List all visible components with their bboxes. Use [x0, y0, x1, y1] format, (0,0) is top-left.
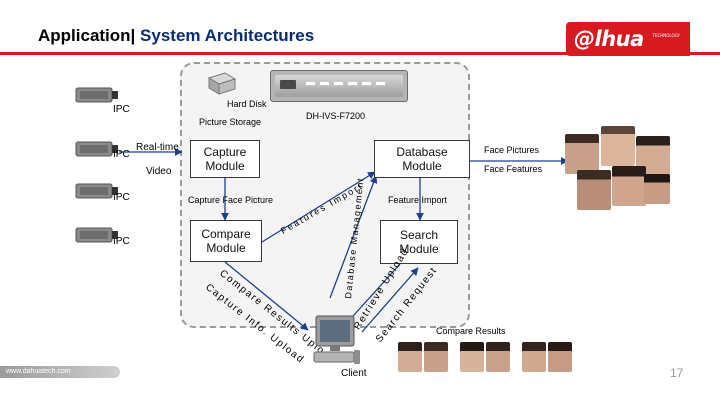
compare-results-label: Compare Results: [436, 326, 506, 336]
compare-result-photo: [398, 342, 422, 372]
compare-module: Compare Module: [190, 220, 262, 262]
face-photo: [644, 174, 670, 204]
features-import-arrow: [261, 171, 376, 243]
retrieve-upload-arrow: [344, 263, 401, 326]
title-main: Application|: [38, 26, 136, 45]
compare-result-photo: [486, 342, 510, 372]
hard-disk-label: Hard Disk: [227, 99, 267, 109]
face-photo: [577, 170, 611, 210]
database-module: Database Module: [374, 140, 470, 178]
compare-results-upload-arrow: [224, 261, 309, 331]
ipc-label: IPC: [113, 236, 130, 247]
face-features-label: Face Features: [484, 164, 543, 174]
client-label: Client: [341, 368, 367, 379]
feature-import-label: Feature Import: [388, 195, 448, 205]
database-management-arrow: [329, 175, 378, 299]
face-photo: [565, 134, 599, 174]
page-number: 17: [670, 366, 684, 380]
compare-result-photo: [460, 342, 484, 372]
picture-storage-label: Picture Storage: [199, 117, 262, 127]
ipc-camera-icon: [75, 87, 118, 103]
compare-result-photo: [424, 342, 448, 372]
face-photo: [612, 166, 646, 206]
ipc-label: IPC: [113, 104, 130, 115]
face-photo: [601, 126, 635, 166]
search-module: Search Module: [380, 220, 458, 264]
ipc-label: IPC: [113, 192, 130, 203]
server-model-label: DH-IVS-F7200: [306, 111, 366, 121]
capture-module: Capture Module: [190, 140, 260, 178]
ipc-camera-icon: [75, 141, 118, 157]
search-request-arrow: [361, 267, 419, 333]
page-title: Application| System Architectures: [38, 26, 314, 46]
realtime-label: Real-time: [136, 142, 179, 153]
face-pictures-label: Face Pictures: [484, 145, 540, 155]
hard-disk-icon: [207, 72, 237, 95]
title-divider: [0, 52, 720, 55]
ipc-label: IPC: [113, 149, 130, 160]
capture-face-picture-label: Capture Face Picture: [188, 195, 274, 205]
title-subtitle: System Architectures: [135, 26, 315, 45]
footer-website: www.dahuatech.com: [0, 366, 120, 378]
ipc-camera-icon: [75, 183, 118, 199]
server-rack-icon: [270, 70, 408, 102]
compare-result-photo: [548, 342, 572, 372]
client-computer-icon: [313, 315, 360, 364]
video-label: Video: [146, 166, 172, 177]
compare-result-photo: [522, 342, 546, 372]
ipc-camera-icon: [75, 227, 118, 243]
